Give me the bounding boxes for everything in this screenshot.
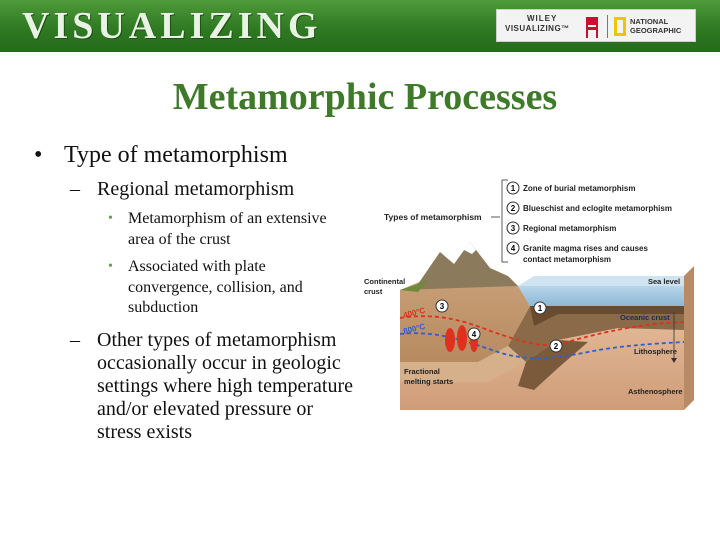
sub-bullet-mark: • [108, 211, 113, 226]
legend-item-2: 2 Blueschist and eclogite metamorphism [506, 201, 672, 215]
mountain-snow [464, 242, 476, 254]
line: Other types of metamorphism [97, 329, 337, 351]
svg-text:3: 3 [440, 302, 445, 311]
national-geographic-text: NATIONAL GEOGRAPHIC [630, 17, 681, 35]
svg-text:1: 1 [511, 184, 516, 193]
svg-text:Granite magma rises and causes: Granite magma rises and causes [523, 244, 649, 253]
svg-text:3: 3 [511, 224, 516, 233]
dash-mark: – [70, 329, 80, 351]
block-side-face [684, 266, 694, 410]
sub-bullet-extensive-area: • Metamorphism of an extensive area of t… [108, 209, 358, 251]
chair-icon [586, 17, 598, 38]
line: convergence, collision, and [128, 278, 303, 296]
line: settings where high temperature [97, 375, 354, 397]
svg-text:2: 2 [511, 204, 516, 213]
line: stress exists [97, 421, 192, 443]
line: and/or elevated pressure or [97, 398, 314, 420]
ocean-water [518, 286, 684, 306]
national-geographic-frame-icon [614, 17, 626, 36]
continental-crust-label-2: crust [364, 287, 383, 296]
svg-text:contact metamorphism: contact metamorphism [523, 255, 611, 264]
sub-bullet-plate-convergence: • Associated with plate convergence, col… [108, 257, 358, 321]
bullet-regional-metamorphism: – Regional metamorphism [70, 178, 370, 202]
wiley-logo-text: WILEY [527, 14, 558, 23]
logo-divider [607, 15, 608, 38]
oceanic-crust-layer [530, 306, 684, 326]
legend-item-3: 3 Regional metamorphism [506, 221, 616, 235]
lithosphere-label: Lithosphere [634, 347, 677, 356]
legend-item-4: 4 Granite magma rises and causes contact… [506, 241, 649, 264]
subducting-slab [518, 340, 588, 390]
fractional-melting-label-2: melting starts [404, 377, 453, 386]
line: Metamorphism of an extensive [128, 210, 327, 227]
marker-4: 4 [467, 327, 481, 341]
svg-text:2: 2 [554, 342, 559, 351]
metamorphism-diagram: 1 2 3 4 Types of metamorphism 1 Zone of … [364, 179, 694, 410]
publisher-logo: WILEY VISUALIZING™ NATIONAL GEOGRAPHIC [496, 9, 696, 42]
sub-bullet-text: Associated with plate convergence, colli… [128, 257, 303, 319]
svg-text:Blueschist and eclogite metamo: Blueschist and eclogite metamorphism [523, 204, 672, 213]
continental-crust-label: Continental [364, 277, 405, 286]
line: subduction [128, 299, 199, 316]
sea-level-label: Sea level [648, 277, 680, 286]
bullet-text: Regional metamorphism [97, 178, 295, 200]
ng-line-1: NATIONAL [630, 17, 669, 26]
bullet-text: Type of metamorphism [64, 142, 288, 168]
marker-3: 3 [435, 299, 449, 313]
bullet-text: Other types of metamorphism occasionally… [97, 329, 353, 444]
line: occasionally occur in geologic [97, 352, 341, 374]
line: Associated with plate [128, 258, 266, 275]
dash-mark: – [70, 178, 80, 200]
svg-text:4: 4 [511, 244, 516, 253]
magma-blob [445, 328, 455, 352]
ocean-surface [518, 276, 694, 286]
isotherm-400-line [399, 315, 685, 346]
svg-text:1: 1 [538, 304, 543, 313]
slide-title: Metamorphic Processes [172, 76, 558, 118]
sub-bullet-mark: • [108, 259, 113, 274]
continental-crust [400, 266, 530, 362]
magma-blob [457, 325, 467, 351]
figure-heading: Types of metamorphism [384, 212, 482, 222]
continental-lithosphere [400, 346, 526, 382]
header-banner: VISUALIZING WILEY VISUALIZING™ NATIONAL … [0, 0, 720, 52]
marker-2: 2 [549, 339, 563, 353]
legend-item-1: 1 Zone of burial metamorphism [506, 181, 635, 195]
asthenosphere-label: Asthenosphere [628, 387, 683, 396]
sub-bullet-text: Metamorphism of an extensive area of the… [128, 209, 327, 250]
arrow-head-down [671, 358, 677, 363]
svg-text:4: 4 [472, 330, 477, 339]
mountains [400, 242, 518, 290]
vegetation [400, 280, 428, 292]
oceanic-plate [508, 306, 684, 362]
fractional-melting-label: Fractional [404, 367, 440, 376]
ng-line-2: GEOGRAPHIC [630, 26, 682, 35]
svg-text:Zone of burial metamorphism: Zone of burial metamorphism [523, 184, 635, 193]
bullet-mark: • [34, 142, 43, 168]
oceanic-crust-label: Oceanic crust [620, 313, 670, 322]
bullet-other-types: – Other types of metamorphism occasional… [70, 329, 360, 449]
line: area of the crust [128, 230, 231, 248]
banner-title: VISUALIZING [22, 5, 322, 47]
svg-text:Regional metamorphism: Regional metamorphism [523, 224, 616, 233]
wiley-visualizing-text: VISUALIZING™ [505, 24, 570, 33]
marker-1: 1 [533, 301, 547, 315]
